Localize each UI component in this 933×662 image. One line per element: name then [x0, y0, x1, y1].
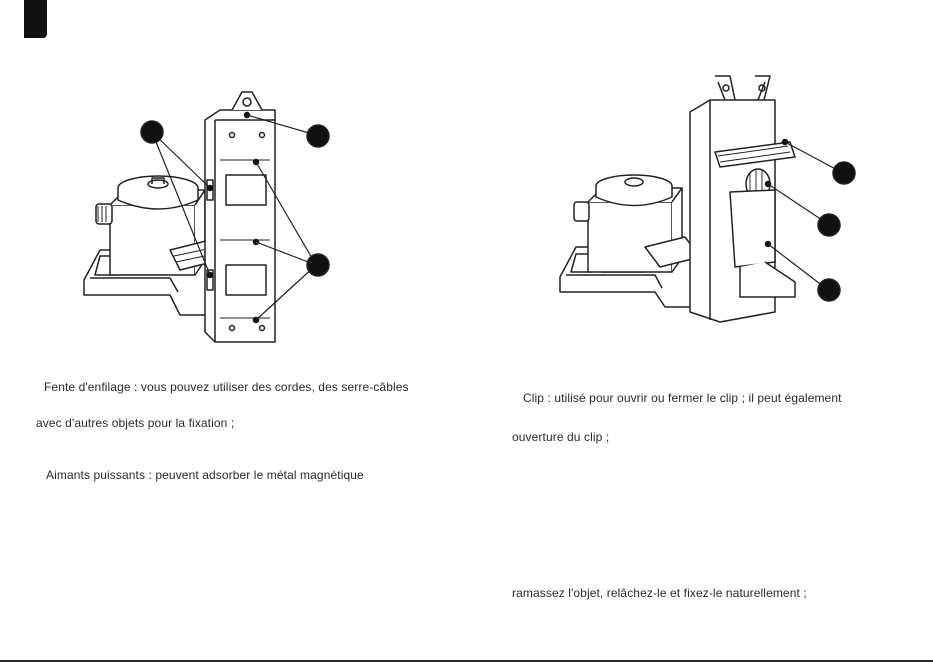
left-caption-fixation: avec d'autres objets pour la fixation ; — [36, 416, 235, 430]
callout-marker — [306, 253, 330, 277]
left-caption-threading-slot: Fente d'enfilage : vous pouvez utiliser … — [44, 380, 409, 394]
right-caption-clip: Clip : utilisé pour ouvrir ou fermer le … — [523, 391, 842, 405]
callout-marker — [817, 213, 841, 237]
callout-marker — [817, 278, 841, 302]
page-bottom-border — [0, 660, 933, 662]
callout-marker — [140, 120, 164, 144]
page-corner-tab — [24, 0, 47, 38]
left-device-illustration — [70, 80, 360, 350]
callout-marker — [832, 161, 856, 185]
right-caption-release: ramassez l'objet, relâchez-le et fixez-l… — [512, 586, 807, 600]
callout-marker — [306, 124, 330, 148]
left-caption-magnets: Aimants puissants : peuvent adsorber le … — [46, 468, 364, 482]
right-device-illustration — [550, 72, 870, 332]
right-caption-clip-opening: ouverture du clip ; — [512, 430, 610, 444]
